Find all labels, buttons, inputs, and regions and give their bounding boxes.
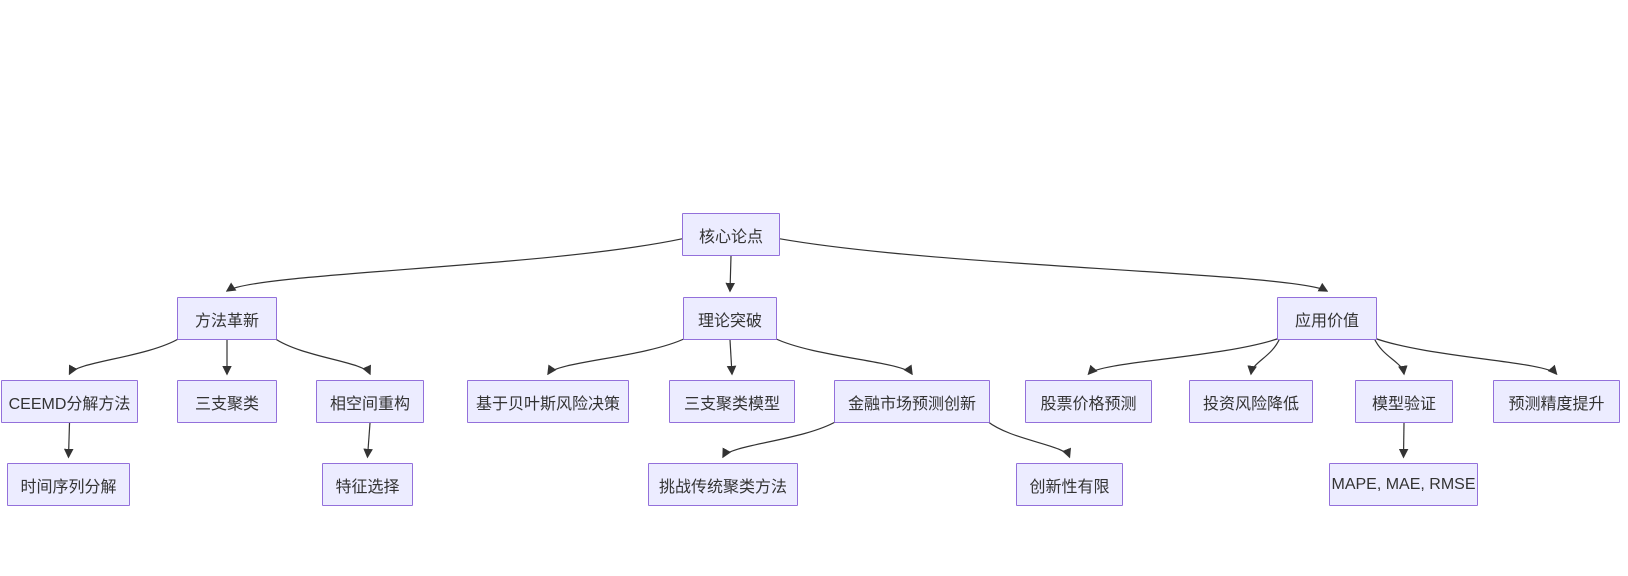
node-label: 投资风险降低 xyxy=(1202,395,1299,413)
edge-core-application xyxy=(779,238,1329,292)
edge-application-stock xyxy=(1087,337,1281,376)
node-ts-decomp: 时间序列分解 xyxy=(7,463,130,506)
node-label: 金融市场预测创新 xyxy=(847,395,976,413)
node-ceemd: CEEMD分解方法 xyxy=(1,380,138,423)
edge-method-ceemd xyxy=(68,337,181,376)
node-label: 时间序列分解 xyxy=(20,478,117,496)
edge-phase-space-feature xyxy=(363,422,373,459)
node-label: 模型验证 xyxy=(1371,395,1436,413)
node-label: CEEMD分解方法 xyxy=(8,395,131,413)
edge-method-phase-space xyxy=(273,337,371,376)
edge-validation-metrics xyxy=(1398,422,1409,459)
edge-fin-innov-limited xyxy=(986,420,1071,459)
edge-core-theory xyxy=(725,255,736,293)
node-three-way: 三支聚类 xyxy=(177,380,277,423)
edge-theory-fin-innov xyxy=(773,337,913,376)
node-twc-model: 三支聚类模型 xyxy=(669,380,795,423)
edge-application-validation xyxy=(1373,337,1408,376)
node-label: 特征选择 xyxy=(335,478,400,496)
node-stock: 股票价格预测 xyxy=(1025,380,1152,423)
node-label: 挑战传统聚类方法 xyxy=(658,478,787,496)
node-validation: 模型验证 xyxy=(1355,380,1453,423)
node-bayes: 基于贝叶斯风险决策 xyxy=(467,380,629,423)
node-method: 方法革新 xyxy=(177,297,277,340)
node-label: 应用价值 xyxy=(1294,312,1359,330)
node-label: 预测精度提升 xyxy=(1508,395,1605,413)
edge-application-accuracy xyxy=(1373,337,1558,376)
node-label: 相空间重构 xyxy=(329,395,410,413)
node-label: 方法革新 xyxy=(194,312,259,330)
node-challenge: 挑战传统聚类方法 xyxy=(648,463,798,506)
node-label: 基于贝叶斯风险决策 xyxy=(475,395,620,413)
node-core: 核心论点 xyxy=(682,213,780,256)
node-feature: 特征选择 xyxy=(322,463,413,506)
node-label: 股票价格预测 xyxy=(1040,395,1137,413)
node-label: 核心论点 xyxy=(698,228,763,246)
edge-ceemd-ts-decomp xyxy=(63,422,74,459)
node-label: MAPE, MAE, RMSE xyxy=(1331,475,1476,493)
node-label: 创新性有限 xyxy=(1029,478,1110,496)
node-risk: 投资风险降低 xyxy=(1189,380,1313,423)
node-label: 三支聚类模型 xyxy=(683,395,780,413)
edge-theory-bayes xyxy=(547,337,687,376)
node-limited: 创新性有限 xyxy=(1016,463,1123,506)
node-label: 理论突破 xyxy=(697,312,762,330)
node-theory: 理论突破 xyxy=(683,297,777,340)
node-accuracy: 预测精度提升 xyxy=(1493,380,1620,423)
node-label: 三支聚类 xyxy=(194,395,259,413)
node-fin-innov: 金融市场预测创新 xyxy=(834,380,990,423)
edge-theory-twc-model xyxy=(726,339,737,376)
node-application: 应用价值 xyxy=(1277,297,1377,340)
node-metrics: MAPE, MAE, RMSE xyxy=(1329,463,1478,506)
edge-application-risk xyxy=(1247,337,1281,376)
edge-core-method xyxy=(225,238,683,292)
edge-fin-innov-challenge xyxy=(722,420,838,459)
node-phase-space: 相空间重构 xyxy=(316,380,424,423)
